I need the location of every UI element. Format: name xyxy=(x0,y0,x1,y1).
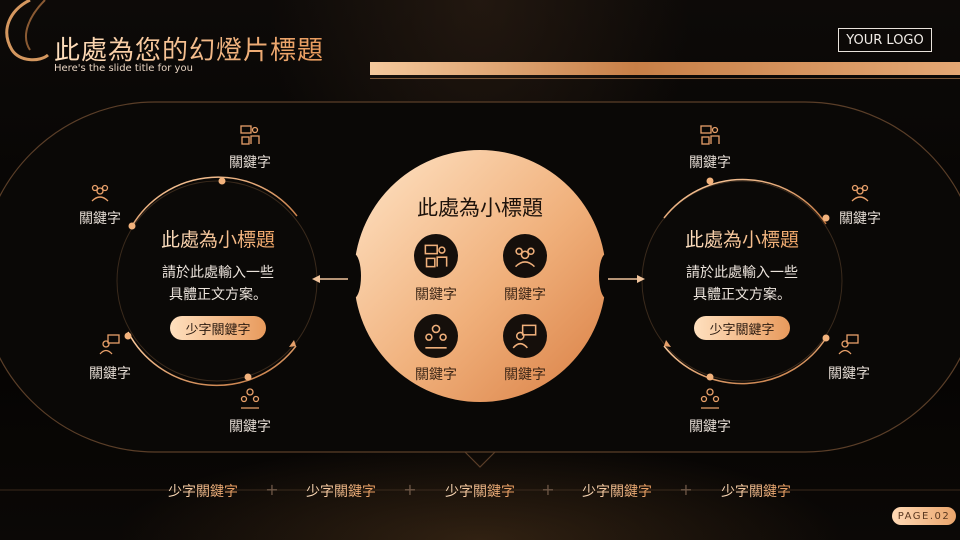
logo-box: YOUR LOGO xyxy=(838,28,932,52)
center-group-icon xyxy=(414,314,458,358)
group-leader-icon xyxy=(700,388,720,409)
left-dot-2 xyxy=(128,222,136,230)
left-keyword-3: 關鍵字 xyxy=(89,366,131,382)
bottom-keyword-2: 少字關鍵字 xyxy=(306,481,376,501)
user-monitor-icon xyxy=(838,334,859,355)
right-keyword-2: 關鍵字 xyxy=(839,211,881,227)
left-dot-3 xyxy=(124,332,132,340)
right-dot-4 xyxy=(706,373,714,381)
bottom-pointer xyxy=(464,451,496,468)
left-keyword-2: 關鍵字 xyxy=(79,211,121,227)
gold-ribbon-decoration xyxy=(5,0,49,62)
bottom-keyword-5: 少字關鍵字 xyxy=(721,481,791,501)
left-arrow-head xyxy=(312,275,320,283)
center-keyword-2: 關鍵字 xyxy=(504,287,546,303)
center-team-icon xyxy=(503,234,547,278)
center-keyword-1: 關鍵字 xyxy=(415,287,457,303)
bottom-keyword-3: 少字關鍵字 xyxy=(445,481,515,501)
left-subtitle: 此處為小標題 xyxy=(161,225,275,252)
team-icon xyxy=(851,184,869,202)
left-body-line-1: 請於此處輸入一些 xyxy=(162,265,274,281)
title-bar-underline xyxy=(370,78,960,79)
right-circle xyxy=(641,180,843,382)
center-keyword-4: 關鍵字 xyxy=(504,367,546,383)
plus-separator: + xyxy=(679,480,693,499)
right-arc-bottom xyxy=(663,337,827,385)
right-body: 請於此處輸入一些 具體正文方案。 xyxy=(652,262,832,306)
center-orb xyxy=(354,150,606,402)
page-number-badge: PAGE.02 xyxy=(892,507,956,525)
center-orb-right-notch xyxy=(599,254,613,298)
bottom-keyword-1: 少字關鍵字 xyxy=(168,481,238,501)
left-body-line-2: 具體正文方案。 xyxy=(169,287,267,303)
left-arrowhead xyxy=(289,340,296,347)
left-pill-badge: 少字關鍵字 xyxy=(170,316,266,340)
left-keyword-1: 關鍵字 xyxy=(229,155,271,171)
right-keyword-1: 關鍵字 xyxy=(689,155,731,171)
title-bar-decoration xyxy=(370,62,960,75)
right-body-line-1: 請於此處輸入一些 xyxy=(686,265,798,281)
plus-separator: + xyxy=(403,480,417,499)
center-keyword-3: 關鍵字 xyxy=(415,367,457,383)
center-subtitle: 此處為小標題 xyxy=(417,196,543,220)
left-body: 請於此處輸入一些 具體正文方案。 xyxy=(128,262,308,306)
left-arc-bottom xyxy=(127,331,297,387)
right-pill-badge: 少字關鍵字 xyxy=(694,316,790,340)
center-presenter-icon xyxy=(414,234,458,278)
left-dot-4 xyxy=(244,373,252,381)
plus-separator: + xyxy=(541,480,555,499)
right-dot-3 xyxy=(822,334,830,342)
slide-title: 此處為您的幻燈片標題 xyxy=(54,30,324,67)
presenter-icon xyxy=(700,125,720,145)
right-keyword-4: 關鍵字 xyxy=(689,419,731,435)
presenter-icon xyxy=(240,125,260,145)
left-keyword-4: 關鍵字 xyxy=(229,419,271,435)
group-leader-icon xyxy=(240,388,260,409)
plus-separator: + xyxy=(265,480,279,499)
team-icon xyxy=(91,184,109,202)
left-arc-top xyxy=(131,176,298,227)
right-keyword-3: 關鍵字 xyxy=(828,366,870,382)
bottom-keyword-4: 少字關鍵字 xyxy=(582,481,652,501)
left-dot-1 xyxy=(218,177,226,185)
right-subtitle: 此處為小標題 xyxy=(685,225,799,252)
right-arc-top xyxy=(663,178,827,225)
right-arrowhead xyxy=(664,340,671,347)
right-dot-1 xyxy=(706,177,714,185)
center-user-monitor-icon xyxy=(503,314,547,358)
right-dot-2 xyxy=(822,214,830,222)
right-arrow-head xyxy=(637,275,645,283)
center-orb-left-notch xyxy=(347,254,361,298)
slide-subtitle: Here's the slide title for you xyxy=(54,63,193,74)
user-monitor-icon xyxy=(99,334,120,355)
right-body-line-2: 具體正文方案。 xyxy=(693,287,791,303)
